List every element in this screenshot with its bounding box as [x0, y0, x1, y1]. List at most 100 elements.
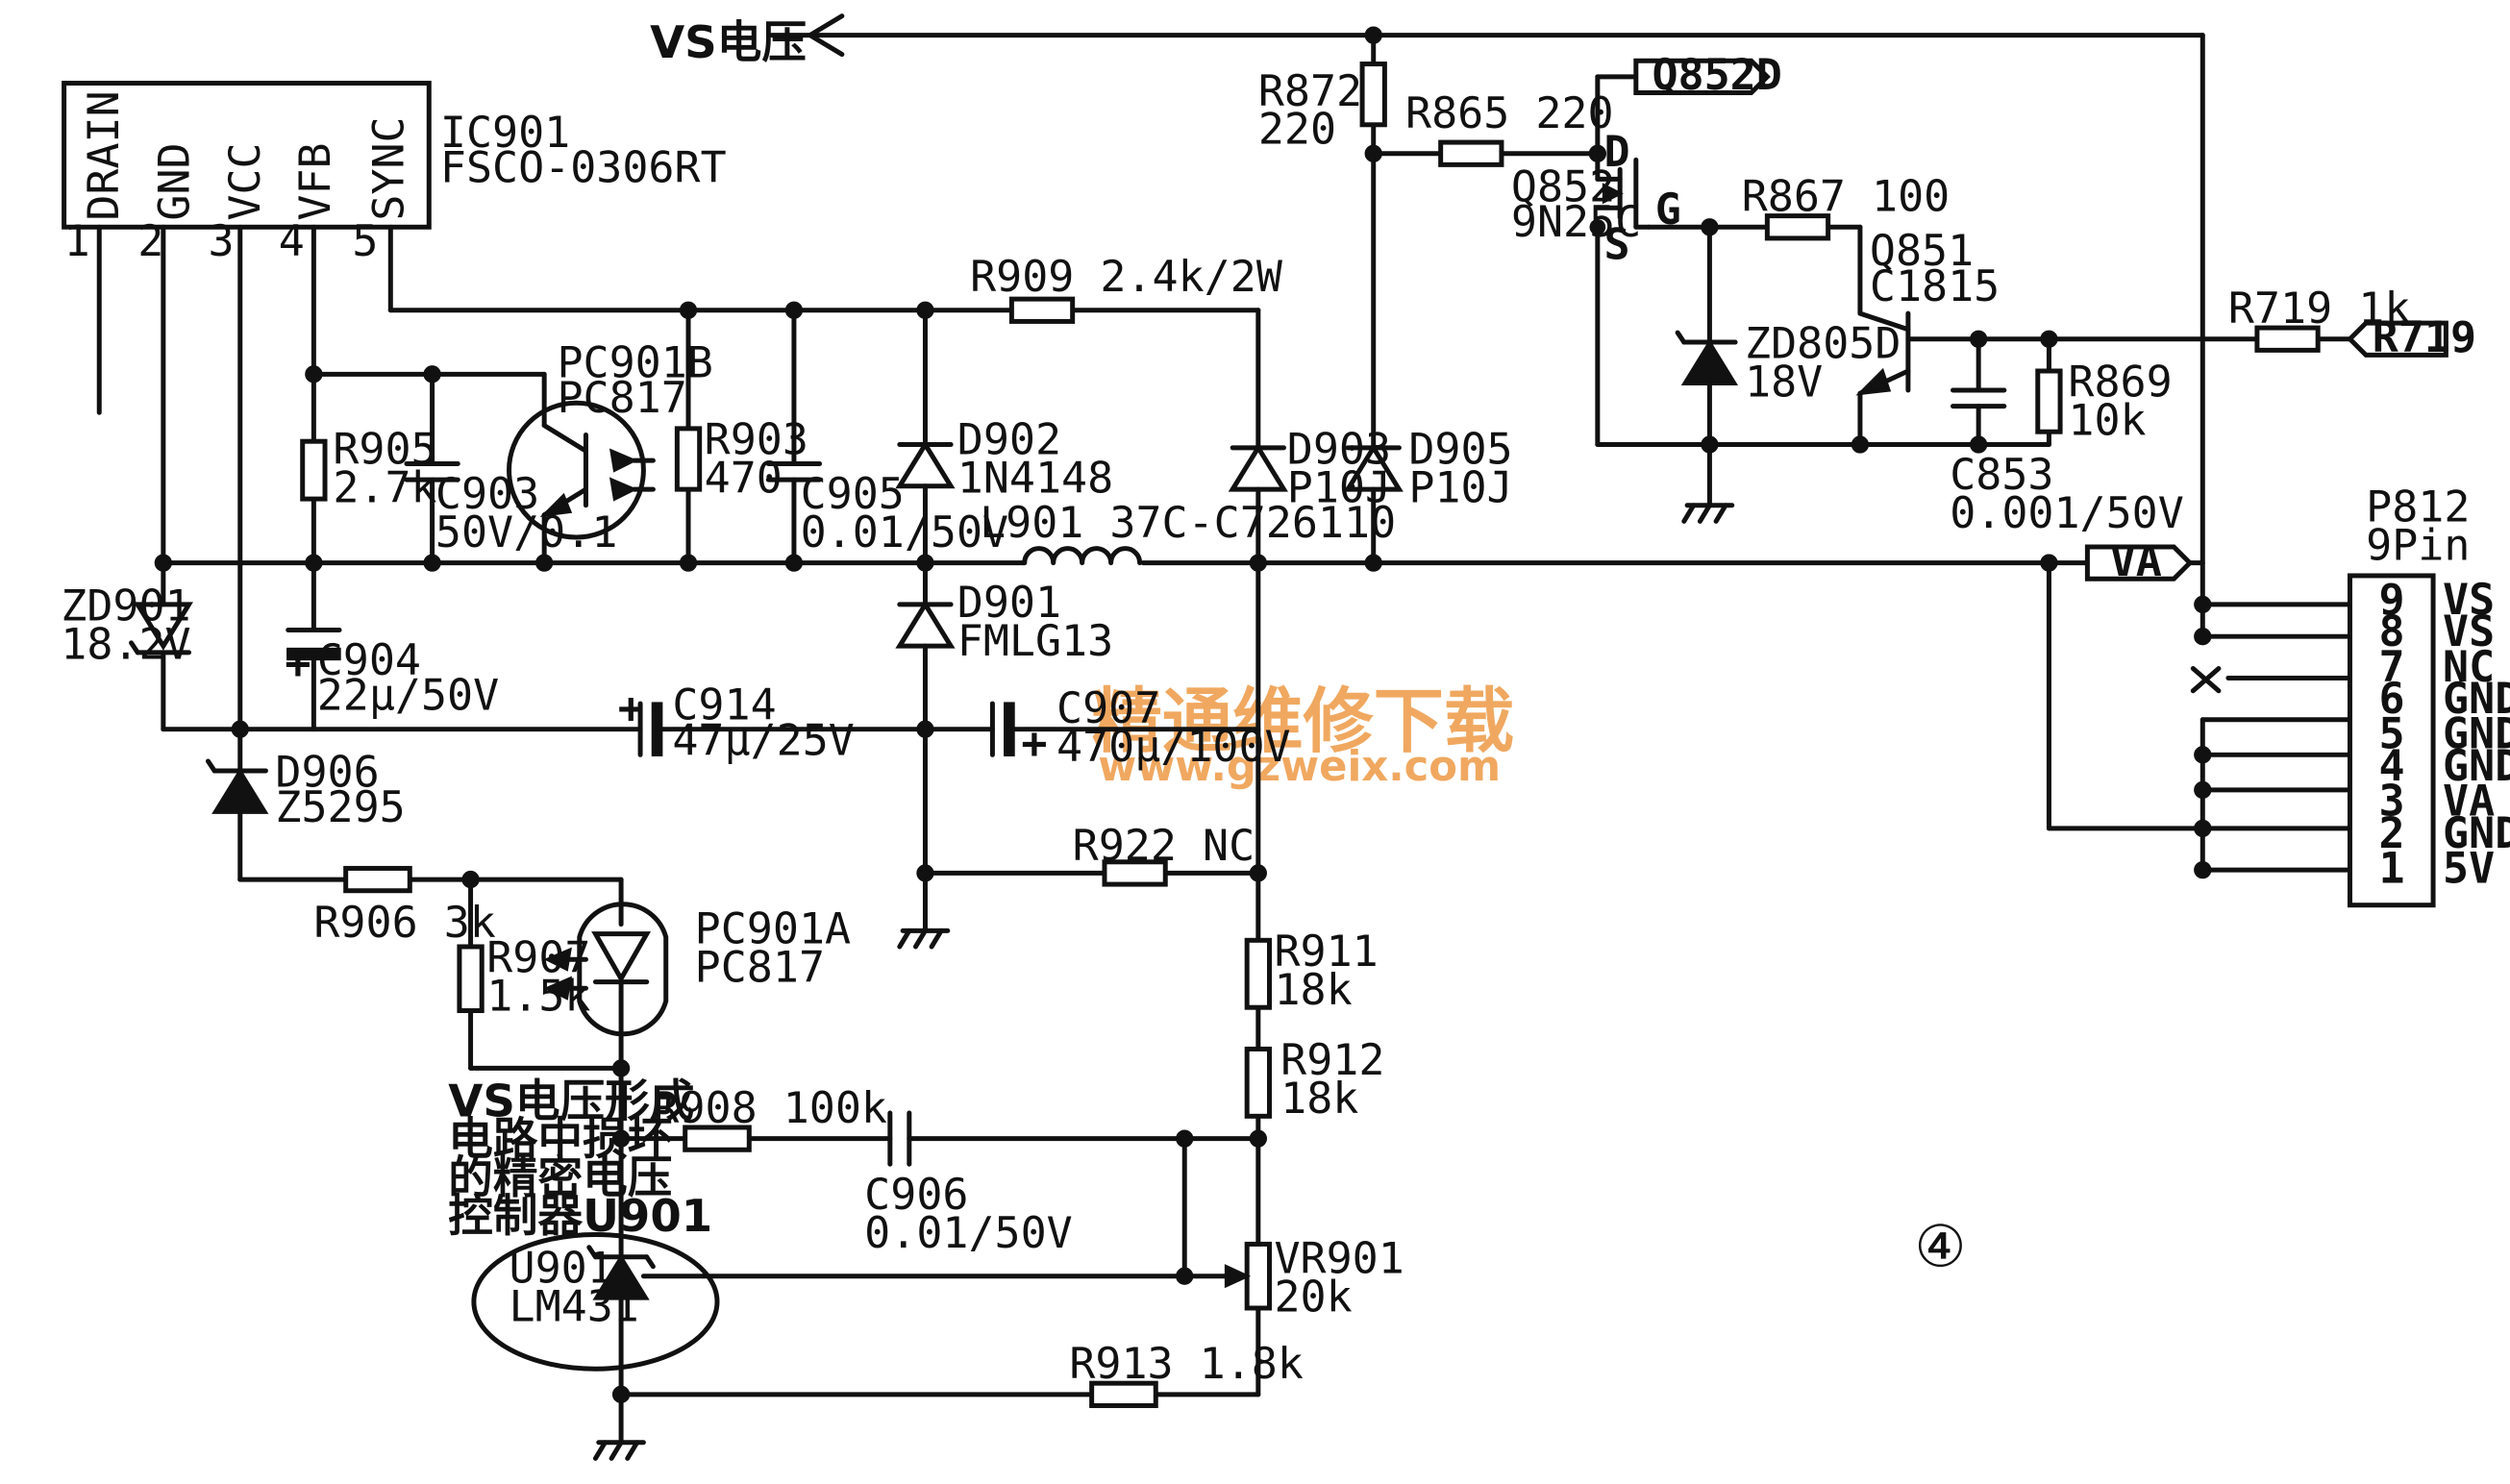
- connector-pin-6: 6 GND: [2378, 673, 2510, 724]
- capacitor-c914: + C914 47μ/25V: [618, 680, 855, 766]
- fault-annotation: VS电压形成 电路中损坏 的精密电压 控制器U901: [448, 1075, 712, 1242]
- resistor-r907: R907 1.5k: [457, 932, 590, 1022]
- svg-text:8: 8: [2378, 606, 2404, 656]
- ground-zd805d: [1681, 503, 1735, 524]
- svg-text:Z5295: Z5295: [275, 781, 405, 832]
- svg-text:2.7k: 2.7k: [333, 461, 436, 512]
- svg-text:D905: D905: [1408, 424, 1512, 475]
- svg-text:GND: GND: [148, 142, 199, 220]
- resistor-r719: R719 1k: [2228, 283, 2410, 353]
- mosfet-q852: D G S Q852 9N25C: [1511, 126, 1681, 269]
- ic901-pin-4: VFB 4: [279, 142, 340, 266]
- svg-text:C853: C853: [1950, 449, 2053, 500]
- connector-pin-8: 8 VS: [2378, 606, 2495, 656]
- svg-text:C907: C907: [1056, 682, 1160, 733]
- capacitor-c903: C903 50V/0.1: [404, 461, 617, 557]
- svg-text:精通维修下载: 精通维修下载: [1092, 680, 1515, 762]
- potentiometer-vr901: VR901 20k: [1224, 1232, 1404, 1322]
- svg-text:U901: U901: [509, 1242, 613, 1293]
- svg-text:9: 9: [2378, 574, 2404, 625]
- svg-text:PC901A: PC901A: [695, 903, 851, 954]
- svg-text:18k: 18k: [1280, 1073, 1358, 1124]
- optocoupler-pc901b: PC901B PC817: [507, 337, 713, 540]
- svg-text:GND: GND: [2443, 807, 2510, 858]
- svg-text:+: +: [285, 637, 311, 688]
- wires: [161, 33, 2352, 1446]
- svg-text:④: ④: [1915, 1214, 1967, 1281]
- resistor-r906: R906 3k: [313, 865, 496, 948]
- svg-text:L901 37C-C726110: L901 37C-C726110: [980, 497, 1396, 548]
- svg-text:C1815: C1815: [1870, 260, 2000, 311]
- svg-text:GND: GND: [2443, 673, 2510, 724]
- svg-text:20k: 20k: [1274, 1271, 1352, 1322]
- svg-text:Q851: Q851: [1870, 225, 1974, 276]
- svg-text:0.01/50V: 0.01/50V: [801, 507, 1009, 557]
- zener-zd805d: ZD805D 18V: [1675, 318, 1901, 408]
- svg-text:22μ/50V: 22μ/50V: [317, 670, 499, 721]
- svg-text:3: 3: [2378, 776, 2404, 827]
- connector-pin-5: 5 GND: [2378, 708, 2510, 759]
- svg-text:R869: R869: [2068, 357, 2172, 408]
- net-tag-r719: R719: [2346, 311, 2476, 362]
- svg-text:470μ/100V: 470μ/100V: [1056, 721, 1291, 772]
- svg-text:R913 1.8k: R913 1.8k: [1069, 1338, 1304, 1389]
- svg-text:1.5k: 1.5k: [486, 971, 590, 1022]
- svg-text:R867 100: R867 100: [1742, 171, 1951, 222]
- svg-text:VA: VA: [2443, 776, 2495, 827]
- svg-text:1: 1: [2378, 842, 2404, 893]
- connector-p812: P812 9Pin 9 VS 8 VS 7 NC 6 GND 5 GND 4 G…: [2190, 481, 2510, 908]
- svg-text:R906 3k: R906 3k: [313, 897, 495, 948]
- svg-text:C906: C906: [864, 1169, 968, 1220]
- svg-text:FMLG13: FMLG13: [957, 615, 1113, 666]
- svg-text:G: G: [1655, 184, 1681, 235]
- svg-text:0.01/50V: 0.01/50V: [864, 1207, 1073, 1258]
- svg-text:VFB: VFB: [289, 142, 340, 220]
- svg-text:PC901B: PC901B: [557, 337, 712, 388]
- regulator-u901: U901 LM431: [471, 1231, 720, 1372]
- svg-text:5: 5: [352, 215, 378, 266]
- connector-body: [2347, 573, 2436, 908]
- svg-text:R912: R912: [1280, 1034, 1384, 1085]
- svg-text:4: 4: [2378, 740, 2404, 791]
- svg-text:S: S: [1604, 219, 1630, 270]
- svg-text:6: 6: [2378, 673, 2404, 724]
- watermark: 精通维修下载 www.gzweix.com: [1092, 680, 1515, 791]
- svg-text:Q852: Q852: [1511, 161, 1615, 212]
- svg-text:10k: 10k: [2068, 395, 2146, 446]
- svg-text:C904: C904: [317, 634, 421, 685]
- svg-text:GND: GND: [2443, 740, 2510, 791]
- svg-text:220: 220: [1258, 104, 1336, 155]
- connector-pin-7: 7 NC: [2378, 641, 2495, 692]
- resistor-r912: R912 18k: [1244, 1034, 1384, 1124]
- svg-text:P10J: P10J: [1408, 461, 1512, 512]
- svg-text:ZD901: ZD901: [61, 581, 190, 631]
- svg-text:7: 7: [2378, 641, 2404, 692]
- svg-text:R719: R719: [2373, 311, 2476, 362]
- svg-text:VS电压形成: VS电压形成: [448, 1075, 694, 1126]
- optocoupler-pc901a: PC901A PC817: [543, 902, 851, 1037]
- resistor-r869: R869 10k: [2035, 357, 2173, 446]
- svg-text:D: D: [1604, 126, 1630, 177]
- svg-text:1: 1: [64, 215, 90, 266]
- svg-text:C903: C903: [435, 468, 539, 519]
- resistor-r913: R913 1.8k: [1069, 1338, 1304, 1408]
- svg-text:SYNC: SYNC: [363, 116, 414, 220]
- svg-text:2: 2: [137, 215, 163, 266]
- vs-voltage-line: VS电压: [650, 13, 2205, 607]
- u901-highlight-ellipse: [471, 1231, 720, 1372]
- resistor-r872: R872 220: [1258, 62, 1387, 155]
- svg-text:R903: R903: [705, 414, 808, 465]
- svg-text:50V/0.1: 50V/0.1: [435, 507, 617, 557]
- svg-text:3: 3: [208, 215, 234, 266]
- connector-no-connect-mark: [2190, 665, 2222, 694]
- capacitor-c853: C853 0.001/50V: [1950, 387, 2184, 538]
- svg-text:R909 2.4k/2W: R909 2.4k/2W: [970, 251, 1283, 302]
- svg-text:+: +: [1021, 718, 1047, 769]
- svg-text:ZD805D: ZD805D: [1745, 318, 1901, 369]
- ic901-ref: IC901: [440, 107, 570, 158]
- svg-text:LM431: LM431: [509, 1280, 639, 1331]
- connector-ref: P812: [2366, 481, 2470, 532]
- ic901: IC901 FSCO-0306RT DRAIN 1 GND 2 VCC 3 VF…: [62, 81, 727, 415]
- svg-text:的精密电压: 的精密电压: [448, 1151, 672, 1203]
- ic901-pin-2: GND 2: [137, 142, 199, 266]
